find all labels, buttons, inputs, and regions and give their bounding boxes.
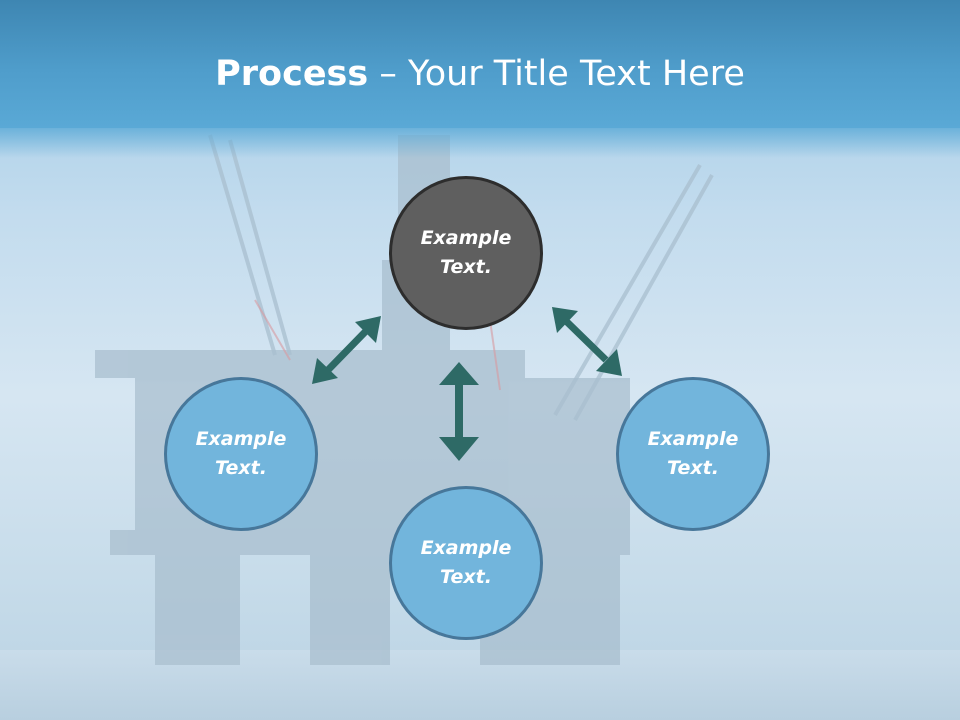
title-bold: Process: [215, 54, 369, 94]
right-node-text: Example Text.: [647, 428, 739, 479]
left-node-text: Example Text.: [195, 428, 287, 479]
slide-title: Process – Your Title Text Here: [0, 52, 960, 96]
center-node-text: Example Text.: [420, 227, 512, 278]
double-arrow-left: [312, 316, 381, 384]
right-node[interactable]: Example Text.: [616, 377, 770, 531]
bottom-node-text: Example Text.: [420, 537, 512, 588]
left-node[interactable]: Example Text.: [164, 377, 318, 531]
bottom-node[interactable]: Example Text.: [389, 486, 543, 640]
double-arrow-right: [552, 307, 622, 376]
double-arrow-bottom: [439, 362, 479, 461]
title-bar: [0, 0, 960, 158]
center-node[interactable]: Example Text.: [389, 176, 543, 330]
title-rest: – Your Title Text Here: [368, 54, 745, 94]
